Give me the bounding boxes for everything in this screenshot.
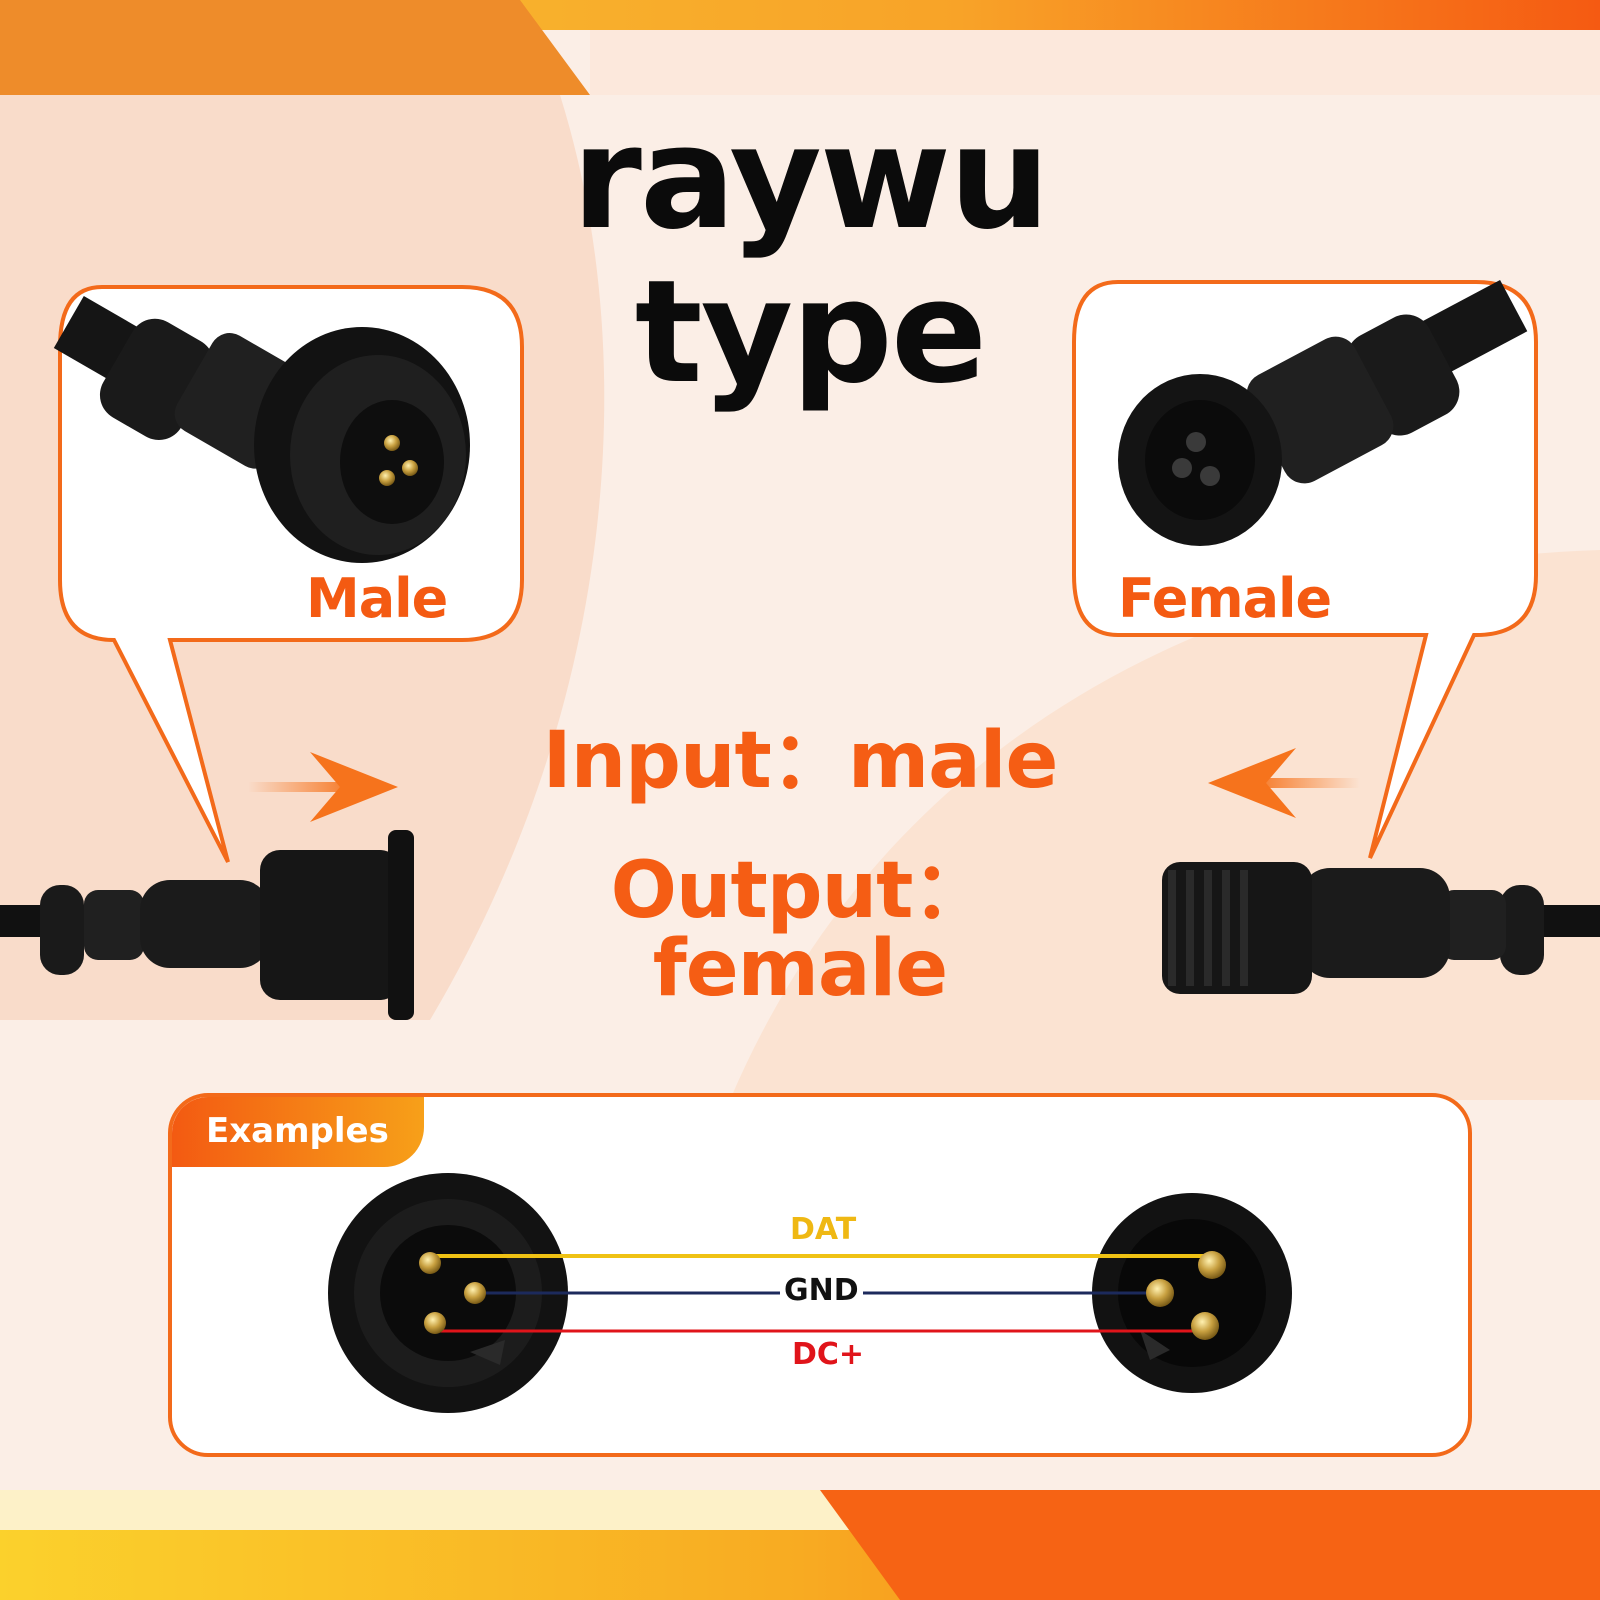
output-text: Output：female [610, 846, 991, 1014]
top-left-corner [0, 0, 590, 95]
examples-label: Examples [206, 1111, 389, 1151]
dc-label: DC+ [792, 1337, 865, 1372]
input-arrow [248, 752, 398, 822]
female-connector-closeup [1118, 280, 1528, 546]
brand-title-line2: type [634, 250, 987, 415]
male-connector-cable [0, 830, 414, 1020]
output-arrow [1208, 748, 1360, 818]
gnd-label: GND [780, 1276, 863, 1306]
input-text: Input：male [542, 716, 1059, 806]
brand-title-line1: raywu [571, 96, 1050, 261]
examples-tab: Examples [172, 1097, 424, 1167]
male-connector-closeup [53, 296, 470, 563]
female-label: Female [1118, 567, 1332, 630]
male-label: Male [306, 567, 448, 630]
female-connector-cable [1162, 862, 1600, 994]
dat-label: DAT [790, 1212, 857, 1247]
